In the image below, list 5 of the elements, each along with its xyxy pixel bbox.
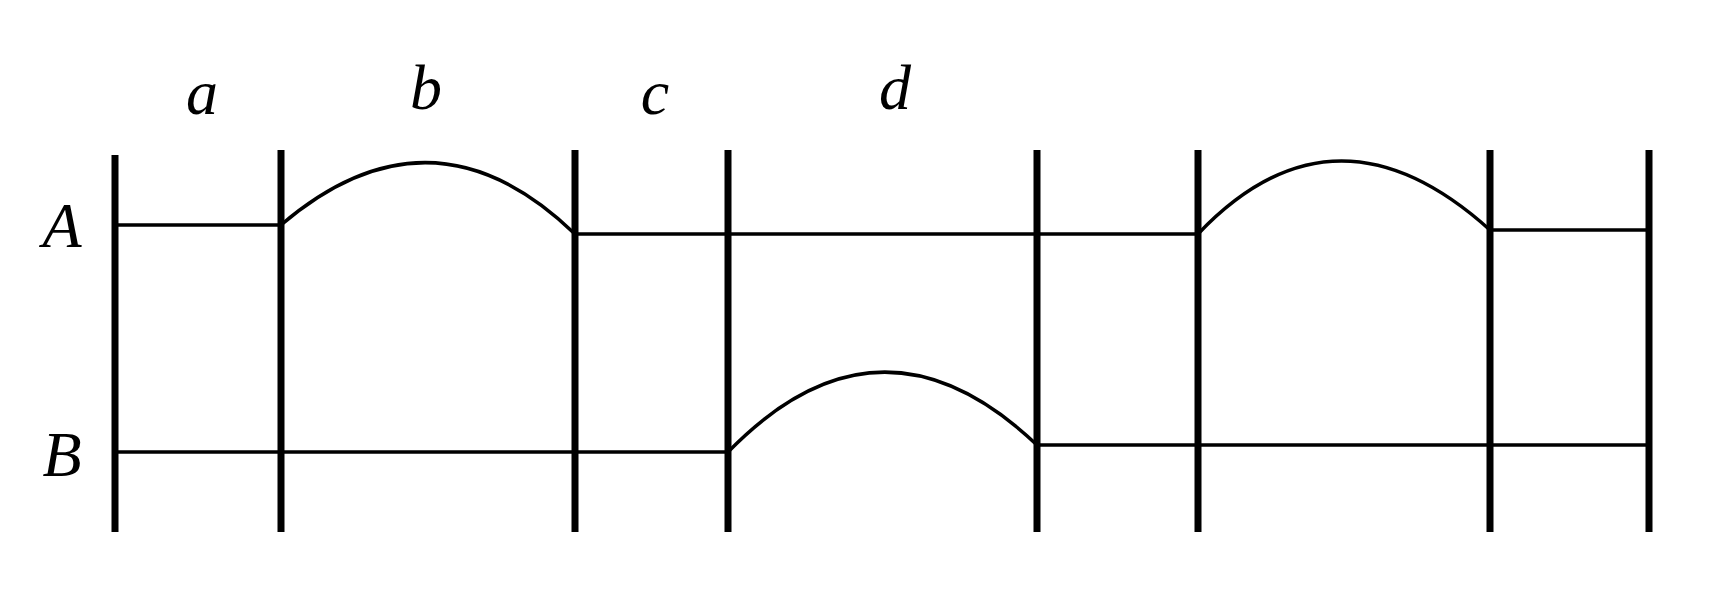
axis-label: d: [879, 56, 911, 120]
axis-label: B: [42, 423, 82, 487]
axis-label: a: [186, 61, 218, 125]
axis-label: c: [640, 61, 670, 125]
axis-label: b: [410, 56, 442, 120]
